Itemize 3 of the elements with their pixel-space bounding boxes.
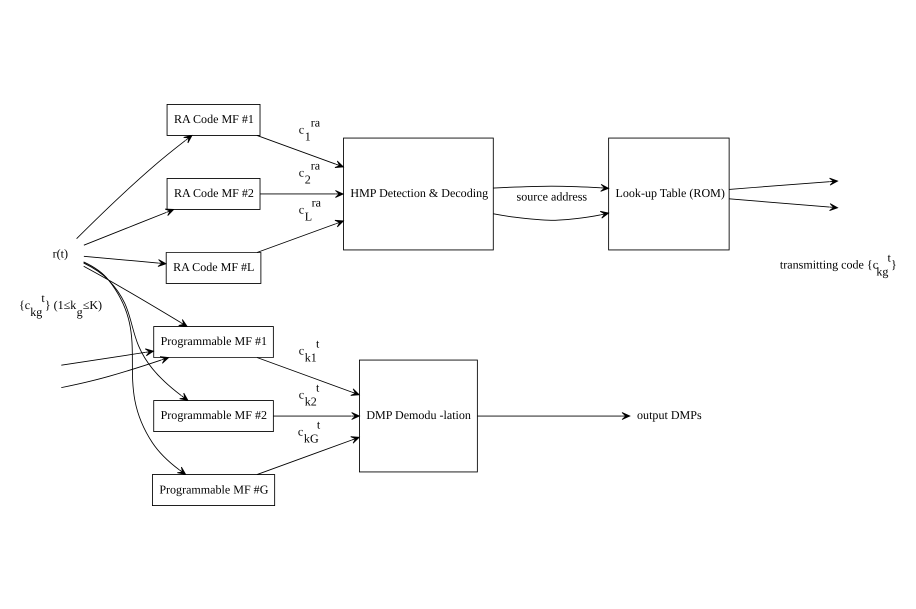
node-text: r(t) [52,246,68,260]
node-text: output DMPs [637,408,702,422]
edge-label: source address [516,189,588,204]
